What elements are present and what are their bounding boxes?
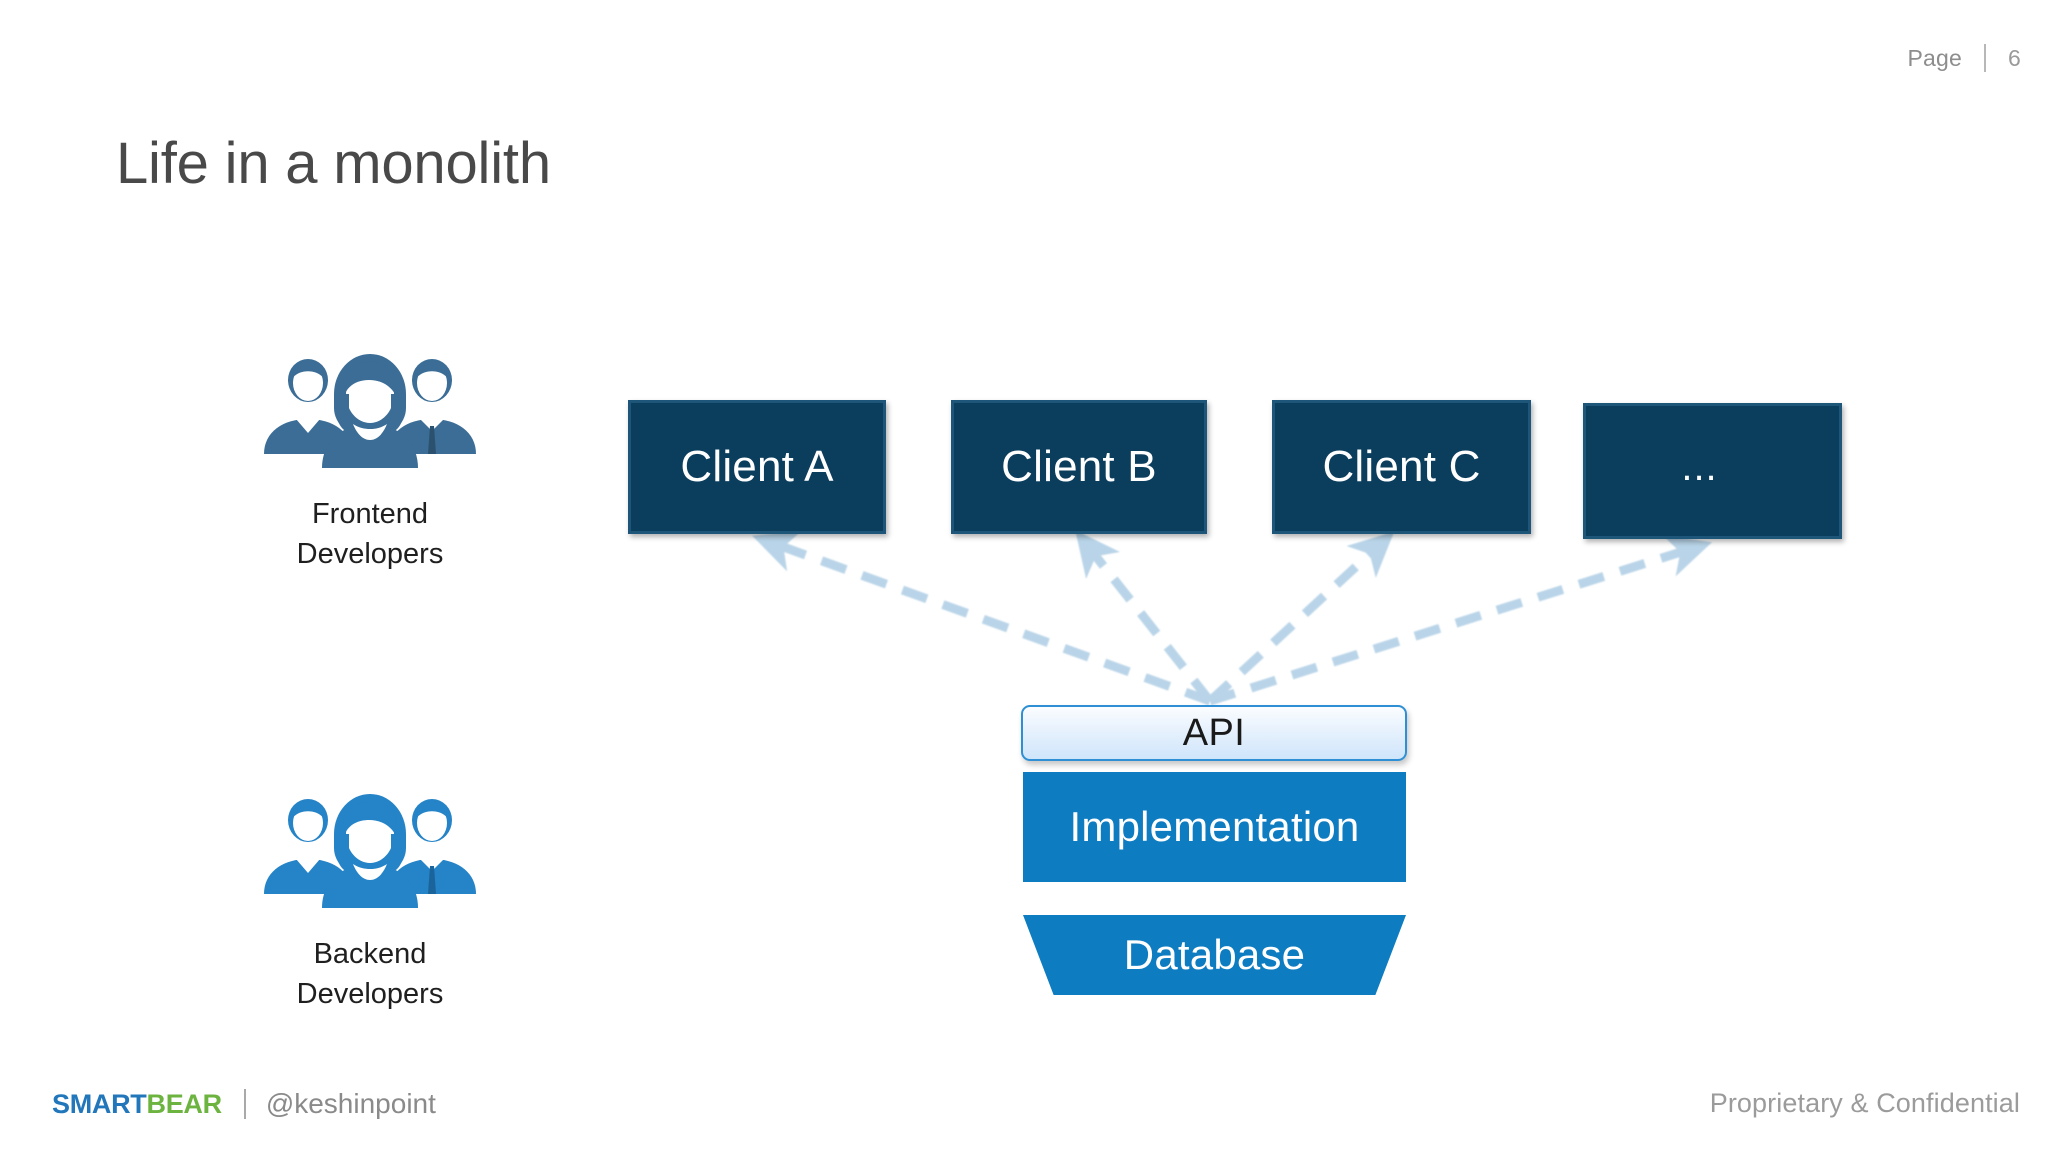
logo-smart-text: SMART: [52, 1088, 147, 1119]
arrow-to-client-c: [1206, 531, 1395, 705]
implementation-box-label: Implementation: [1069, 803, 1360, 850]
page-label: Page: [1907, 44, 1962, 71]
client-box-more[interactable]: ...: [1583, 403, 1842, 539]
client-box-b[interactable]: Client B: [951, 400, 1207, 534]
database-shape[interactable]: Database: [1023, 915, 1406, 995]
people-group-icon: [264, 794, 476, 908]
client-box-more-label: ...: [1681, 444, 1718, 489]
group-frontend-developers: Frontend Developers: [205, 350, 535, 574]
database-trapezoid: [1023, 915, 1406, 995]
footer-confidential: Proprietary & Confidential: [1709, 1088, 2020, 1118]
api-box-label: API: [1182, 711, 1246, 754]
client-box-b-label: Client B: [1001, 442, 1157, 491]
database-label: Database: [1123, 931, 1306, 978]
group-backend-developers: Backend Developers: [205, 790, 535, 1014]
people-group-icon: [264, 354, 476, 468]
page-number: 6: [2008, 44, 2021, 71]
arrow-to-client-more: [1208, 535, 1713, 706]
implementation-box[interactable]: Implementation: [1023, 772, 1406, 882]
logo-bear-text: BEAR: [146, 1088, 223, 1119]
page-title: Life in a monolith: [116, 131, 551, 196]
footer-divider: [243, 1089, 246, 1119]
client-box-c[interactable]: Client C: [1272, 400, 1531, 534]
page-indicator: Page 6: [1907, 44, 2022, 72]
arrow-to-client-b: [1075, 530, 1214, 704]
arrow-to-client-a: [752, 530, 1212, 706]
page-divider: [1984, 44, 1986, 72]
client-box-a[interactable]: Client A: [628, 400, 886, 534]
client-box-a-label: Client A: [680, 442, 834, 491]
group-backend-label: Backend Developers: [296, 938, 444, 1011]
group-frontend-label: Frontend Developers: [296, 498, 444, 571]
footer-handle: @keshinpoint: [265, 1088, 436, 1119]
client-box-c-label: Client C: [1322, 442, 1481, 491]
api-box[interactable]: API: [1021, 705, 1407, 761]
